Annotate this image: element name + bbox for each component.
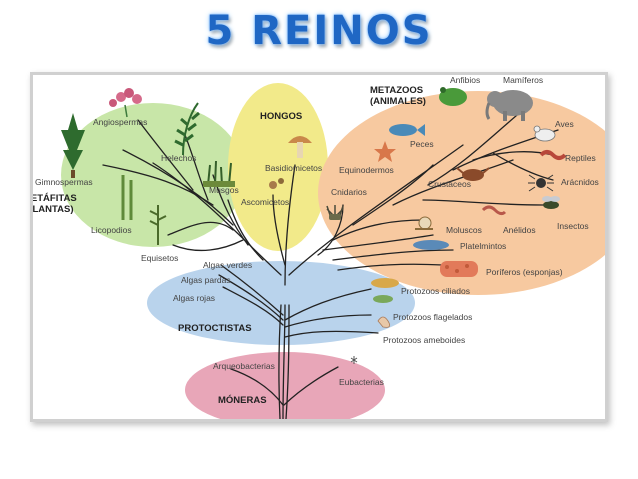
label-algas-verdes: Algas verdes [203,260,252,270]
flatworm-icon [413,240,449,250]
label-crustaceos: Crustáceos [428,179,471,189]
frog-icon [439,87,467,106]
label-aves: Aves [555,119,574,129]
label-anfibios: Anfibios [450,75,480,85]
label-eubacterias: Eubacterias [339,377,384,387]
kingdom-metazoos-label: METAZOOS (ANIMALES) [370,85,426,107]
label-cnidarios: Cnidarios [331,187,367,197]
label-anelidos: Anélidos [503,225,536,235]
sponge-icon [440,261,478,277]
label-equinodermos: Equinodermos [339,165,394,175]
label-helechos: Helechos [161,153,196,163]
kingdom-metazoos-line2: (ANIMALES) [370,96,426,107]
label-protozoos-ciliados: Protozoos ciliados [401,286,470,296]
kingdom-protoctistas-label: PROTOCTISTAS [178,323,252,334]
label-algas-rojas: Algas rojas [173,293,215,303]
label-peces: Peces [410,139,434,149]
label-arqueobacterias: Arqueobacterias [213,361,275,371]
kingdom-metafitas-line2: (PLANTAS) [30,204,77,215]
kingdom-moneras-label: MÓNERAS [218,395,267,406]
label-algas-pardas: Algas pardas [181,275,231,285]
label-musgos: Musgos [209,185,239,195]
plantas-zone [61,103,245,247]
kingdom-metafitas-line1: METÁFITAS [30,193,77,204]
label-platelmintos: Platelmintos [460,241,506,251]
tree-of-life-diagram: METÁFITAS (PLANTAS) HONGOS METAZOOS (ANI… [30,72,608,422]
label-aracnidos: Arácnidos [561,177,599,187]
label-reptiles: Reptiles [565,153,596,163]
kingdom-metazoos-line1: METAZOOS [370,85,426,96]
label-protozoos-ameboides: Protozoos ameboides [383,335,465,345]
label-gimnospermas: Gimnospermas [35,177,93,187]
kingdom-metafitas-label: METÁFITAS (PLANTAS) [30,193,77,215]
label-ascomicetos: Ascomicetos [241,197,289,207]
label-equisetos: Equisetos [141,253,178,263]
label-moluscos: Moluscos [446,225,482,235]
label-protozoos-flagelados: Protozoos flagelados [393,312,472,322]
label-licopodios: Licopodios [91,225,132,235]
label-insectos: Insectos [557,221,589,231]
label-poriferos: Poríferos (esponjas) [486,267,563,277]
label-angiospermas: Angiospermas [93,117,147,127]
kingdom-hongos-label: HONGOS [260,111,302,122]
page-title: 5 REINOS [0,8,638,54]
label-basidiomicetos: Basidiomicetos [265,163,322,173]
label-mamiferos: Mamíferos [503,75,543,85]
